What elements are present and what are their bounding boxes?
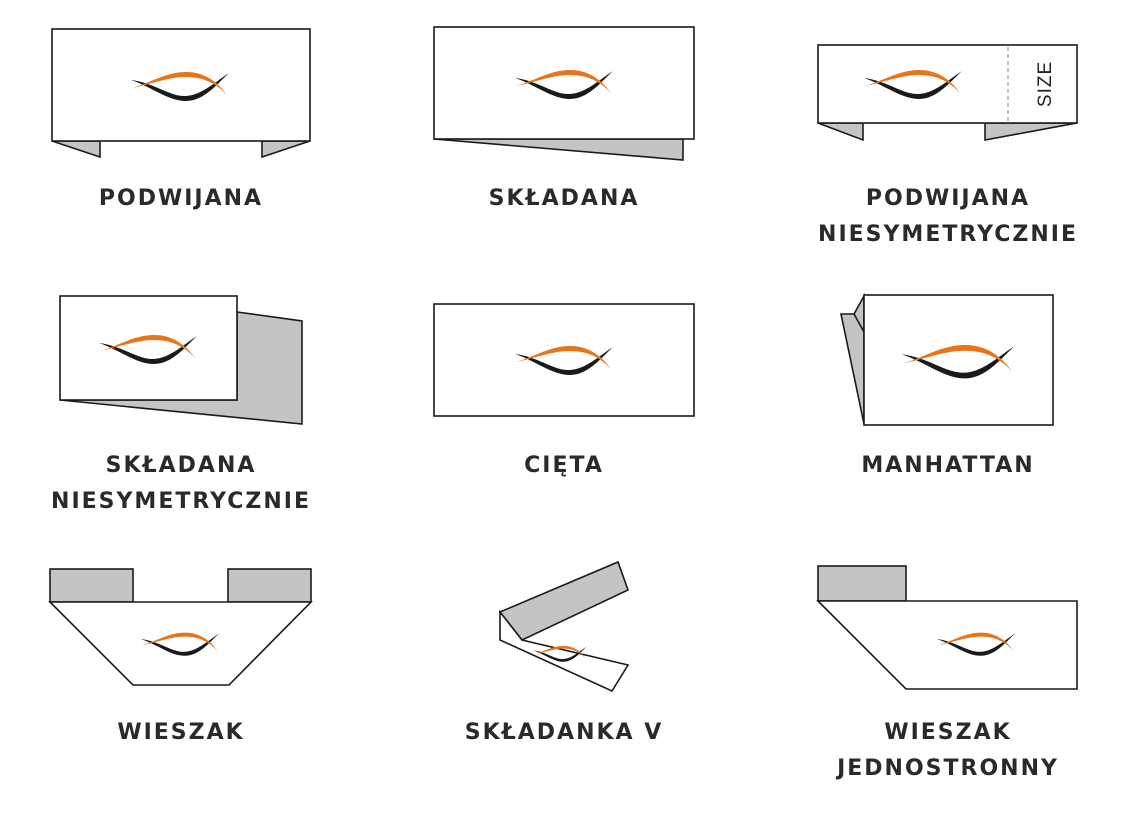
label-cieta: CIĘTA [374, 448, 754, 484]
fold-wieszak-jednostronny [816, 565, 1078, 690]
label-line: SKŁADANA [105, 453, 257, 478]
label-line: MANHATTAN [861, 453, 1035, 478]
size-tag: SIZE [1035, 61, 1056, 107]
wave-logo-icon [864, 70, 962, 99]
fold-podwijana [51, 28, 311, 159]
fold-podwijana-niesymetrycznie: SIZE [817, 44, 1078, 142]
label-wieszak: WIESZAK [0, 715, 371, 751]
wave-logo-icon [140, 632, 220, 656]
label-wieszak-jednostronny: WIESZAK JEDNOSTRONNY [758, 715, 1136, 787]
wave-logo-icon [131, 72, 229, 101]
wave-logo-icon [515, 346, 613, 375]
label-skladana: SKŁADANA [374, 181, 754, 217]
label-podwijana: PODWIJANA [0, 181, 371, 217]
wave-logo-icon [533, 645, 587, 662]
label-line: PODWIJANA [865, 186, 1031, 211]
label-podwijana-niesymetrycznie: PODWIJANA NIESYMETRYCZNIE [758, 181, 1136, 253]
fold-cieta [433, 303, 695, 417]
fold-manhattan [840, 292, 1054, 426]
label-skladana-niesymetrycznie: SKŁADANA NIESYMETRYCZNIE [0, 448, 371, 520]
label-line: NIESYMETRYCZNIE [818, 222, 1078, 247]
label-skladanka-v: SKŁADANKA V [374, 715, 754, 751]
fold-skladana [433, 26, 695, 161]
label-manhattan: MANHATTAN [758, 448, 1136, 484]
label-line: NIESYMETRYCZNIE [51, 489, 311, 514]
fold-skladanka-v [498, 560, 630, 693]
label-line: WIESZAK [117, 720, 245, 745]
fold-skladana-niesymetrycznie [59, 295, 303, 425]
wave-logo-icon [99, 335, 197, 364]
wave-logo-icon [515, 70, 613, 99]
label-line: SKŁADANKA V [464, 720, 664, 745]
label-line: CIĘTA [524, 453, 604, 478]
label-line: SKŁADANA [488, 186, 640, 211]
wave-logo-icon [936, 632, 1016, 656]
label-line: PODWIJANA [98, 186, 264, 211]
label-line: WIESZAK [884, 720, 1012, 745]
label-line: JEDNOSTRONNY [837, 756, 1059, 781]
fold-wieszak [48, 568, 313, 686]
wave-logo-icon [901, 345, 1015, 379]
